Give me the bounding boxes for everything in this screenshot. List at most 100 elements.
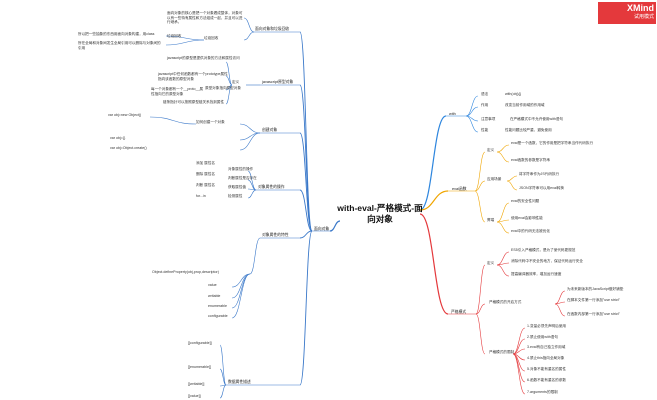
strict-item-2[interactable]: 消除代码中不安全的地方，保证代码运行安全	[511, 259, 583, 263]
with-detail-1[interactable]: with(obj){}	[505, 92, 521, 96]
proto-item-5[interactable]: 链条指针可以按照原型链关系找到属性	[163, 100, 225, 104]
attrs-item-1[interactable]: 对象属性的操作	[228, 167, 254, 171]
topic-data-descriptors[interactable]: 数据属性描述	[228, 380, 251, 384]
attrs-item-2[interactable]: 判断属性是否存在	[228, 176, 257, 180]
with-detail-2[interactable]: 改变当前作用域的作用域	[505, 103, 545, 107]
define-item-3[interactable]: writable	[208, 294, 221, 298]
define-item-5[interactable]: configurable	[208, 314, 228, 318]
strict-item-9[interactable]: 3.eval有自己独立作用域	[527, 345, 566, 349]
connector-2	[299, 31, 313, 232]
connector-60	[475, 264, 486, 315]
proto-item-4[interactable]: 每一个对象都有一个__proto__属性指向它的原型对象	[151, 87, 204, 96]
strict-item-3[interactable]: 提高编译器效率，增加运行速度	[511, 272, 562, 276]
eval-group-3[interactable]: 弊端	[487, 218, 495, 222]
strict-item-5[interactable]: 在脚本文件第一行添加"use strict"	[567, 298, 620, 302]
strict-item-1[interactable]: ES5引入严格模式，是为了使代码更规范	[511, 248, 576, 252]
with-item-4[interactable]: 性能	[481, 128, 489, 132]
topic-gc[interactable]: 面向对象和垃圾回收	[255, 27, 290, 31]
connector-37	[219, 368, 227, 386]
topic-object-attrs[interactable]: 对象属性的操作	[258, 185, 285, 189]
strict-item-4[interactable]: 为未来新版本的JavaScript做好铺垫	[567, 287, 624, 291]
connector-51	[496, 144, 510, 153]
with-item-3[interactable]: 注意事项	[481, 117, 496, 121]
gc-item-2[interactable]: 所以把一些抽象的东西用面向对象构建，用class	[78, 32, 155, 36]
topic-strict-mode[interactable]: 严格模式	[451, 310, 467, 314]
eval-item-5[interactable]: eval的安全性问题	[511, 199, 540, 203]
connector-19	[225, 61, 233, 86]
connector-26	[149, 116, 197, 125]
topic-prototype[interactable]: javascript原型对象	[262, 80, 294, 84]
topic-oop[interactable]: 面向对象	[314, 227, 330, 231]
strict-item-13[interactable]: 7.arguments的限制	[527, 390, 558, 394]
eval-item-1[interactable]: eval是一个函数，它的作用是把字符串当作代码执行	[511, 141, 594, 145]
strict-item-10[interactable]: 4.禁止this指向全局对象	[527, 356, 565, 360]
connector-43	[465, 106, 479, 117]
with-item-2[interactable]: 作用	[481, 103, 489, 107]
attrs-sub-1[interactable]: 添加 属性名	[196, 161, 215, 165]
meta-item-4[interactable]: [[value]]	[188, 394, 201, 398]
proto-sub[interactable]: 定义	[232, 80, 240, 84]
with-item-1[interactable]: 语法	[481, 92, 489, 96]
topic-create-object[interactable]: 创建对象	[262, 128, 278, 132]
connector-8	[299, 189, 313, 232]
eval-item-3[interactable]: 将字符串作为JS代码执行	[519, 172, 560, 176]
strict-item-11[interactable]: 5.对象不能有重名的属性	[527, 367, 566, 371]
define-item-1[interactable]: Object.defineProperty(obj,prop,descripto…	[152, 270, 219, 274]
connector-69	[512, 327, 526, 355]
define-item-2[interactable]: value	[208, 283, 217, 287]
gc-item-1[interactable]: 面向对象的核心是把一个对象看成整体，对象可以有一些特有属性和方法组成一起，并且可…	[167, 11, 243, 25]
strict-item-8[interactable]: 2.禁止使用with语句	[527, 335, 558, 339]
strict-item-6[interactable]: 在函数内部第一行添加"use strict"	[567, 312, 620, 316]
eval-item-2[interactable]: eval函数的参数是字符串	[511, 158, 550, 162]
connector-36	[219, 344, 227, 386]
define-item-4[interactable]: enumerable	[208, 304, 227, 308]
eval-group-1[interactable]: 定义	[487, 148, 495, 152]
eval-item-4[interactable]: JSON字符串可以用eval转换	[519, 186, 564, 190]
meta-item-1[interactable]: [[configurable]]	[188, 341, 212, 345]
create-item-1[interactable]: var obj=new Object()	[108, 113, 142, 117]
strict-item-12[interactable]: 6.函数不能有重名的参数	[527, 378, 566, 382]
gc-sub[interactable]: 垃圾回收	[204, 36, 219, 40]
strict-group-3[interactable]: 严格模式的限制	[489, 350, 515, 354]
eval-item-7[interactable]: eval中的代码无法被优化	[511, 229, 550, 233]
strict-group-2[interactable]: 严格模式的开启方式	[489, 300, 522, 304]
create-item-2[interactable]: var obj={}	[110, 136, 126, 140]
topic-with[interactable]: with	[449, 112, 456, 116]
connector-24	[239, 132, 261, 141]
eval-group-2[interactable]: 应用场景	[487, 177, 502, 181]
connector-63	[496, 251, 510, 266]
strict-group-1[interactable]: 定义	[487, 261, 495, 265]
topic-eval[interactable]: eval函数	[452, 187, 467, 191]
attrs-item-3[interactable]: 获取属性值	[228, 185, 246, 189]
connector-15	[243, 31, 255, 41]
proto-item-2[interactable]: javascript中任何函数都有一个prototype属性指向该函数的原型对象	[158, 72, 228, 81]
gc-item-4[interactable]: 所在全局和对象间发生全局引用可以删除与对象间的引用	[78, 41, 161, 50]
attrs-sub-2[interactable]: 删除 属性名	[196, 172, 215, 176]
proto-item-3[interactable]: 原型对象指向原型对象	[205, 86, 241, 90]
create-item-3[interactable]: var obj=Object.create()	[110, 146, 147, 150]
attrs-sub-3[interactable]: 判断 属性名	[196, 183, 215, 187]
attrs-item-4[interactable]: 检测属性	[228, 194, 243, 198]
central-topic-line-2: 向对象	[367, 214, 393, 224]
logo-trial-text: 试用模式	[633, 14, 654, 20]
connector-52	[496, 151, 510, 163]
meta-item-3[interactable]: [[writable]]	[188, 382, 205, 386]
gc-item-3[interactable]: 垃圾回收	[167, 34, 182, 38]
topic-define-property[interactable]: 对象属性的特性	[262, 233, 289, 237]
strict-item-7[interactable]: 1.变量必须先声明后使用	[527, 324, 566, 328]
with-detail-4[interactable]: 性能问题比较严重，避免使用	[505, 128, 552, 132]
central-topic[interactable]: with-eval-严格模式-面 向对象	[332, 203, 428, 225]
connector-75	[512, 353, 526, 395]
attrs-sub-4[interactable]: for...in	[196, 194, 206, 198]
connector-61	[475, 303, 486, 315]
create-sub[interactable]: 如何创建一个对象	[196, 120, 225, 124]
meta-item-2[interactable]: [[enumerable]]	[188, 365, 211, 369]
eval-item-6[interactable]: 使用eval会影响性能	[511, 216, 543, 220]
connector-50	[474, 190, 486, 223]
connector-46	[419, 190, 449, 211]
connector-54	[506, 180, 518, 191]
connector-67	[554, 301, 566, 305]
with-detail-3[interactable]: 在严格模式中不允许使用with语句	[510, 117, 564, 121]
connector-30	[247, 189, 257, 199]
proto-item-1[interactable]: javascript的原型是提供对象的方法和属性访问	[167, 56, 240, 60]
